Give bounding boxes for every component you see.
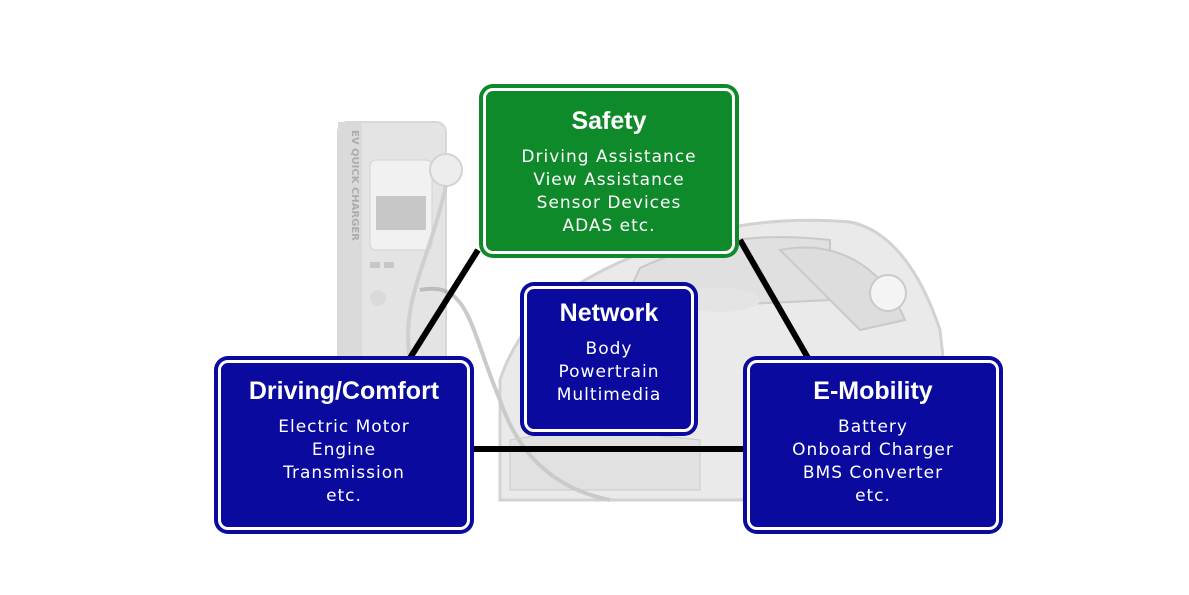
safety-item: ADAS etc.	[562, 216, 656, 236]
safety-title: Safety	[571, 107, 647, 135]
network-title: Network	[559, 299, 659, 327]
safety-item: View Assistance	[533, 170, 685, 190]
e-mobility-box: E-Mobility Battery Onboard Charger BMS C…	[743, 356, 1003, 534]
driving-item: Electric Motor	[278, 417, 410, 437]
network-box-border	[524, 286, 694, 432]
connector-safety-emobility	[737, 238, 811, 360]
emobility-title: E-Mobility	[813, 377, 933, 405]
driving-box-border	[218, 360, 470, 530]
emobility-box-border	[747, 360, 999, 530]
network-item: Multimedia	[556, 385, 662, 405]
safety-box: Safety Driving Assistance View Assistanc…	[479, 84, 739, 258]
driving-comfort-box: Driving/Comfort Electric Motor Engine Tr…	[214, 356, 474, 534]
network-box: Network Body Powertrain Multimedia	[520, 282, 698, 436]
emobility-item: Onboard Charger	[792, 440, 954, 460]
charger-label: EV QUICK CHARGER	[349, 130, 360, 241]
safety-item: Sensor Devices	[536, 193, 682, 213]
driving-item: Transmission	[283, 463, 405, 483]
emobility-item: etc.	[855, 486, 891, 506]
triangle-connectors	[407, 238, 811, 452]
connector-safety-driving	[407, 248, 481, 360]
emobility-item: BMS Converter	[802, 463, 944, 483]
driving-item: Engine	[311, 440, 377, 460]
driving-item: etc.	[326, 486, 362, 506]
safety-box-border	[483, 88, 735, 254]
network-item: Body	[585, 339, 633, 359]
driving-title: Driving/Comfort	[248, 377, 440, 405]
safety-item: Driving Assistance	[521, 147, 697, 167]
network-item: Powertrain	[558, 362, 660, 382]
emobility-item: Battery	[838, 417, 908, 437]
ev-charger-icon: EV QUICK CHARGER	[337, 121, 463, 373]
